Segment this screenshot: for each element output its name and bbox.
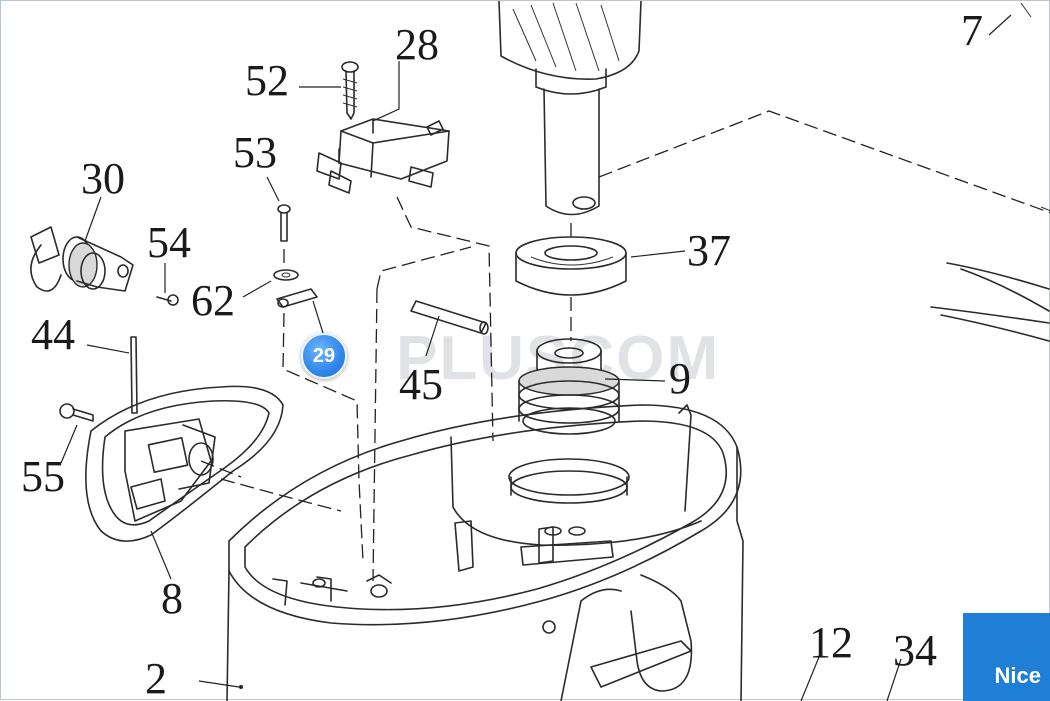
label-55: 55 (21, 452, 65, 501)
washer-62 (242, 269, 299, 298)
cable-wires (946, 262, 1050, 312)
switch-drop-line (372, 288, 378, 582)
label-45: 45 (399, 360, 443, 409)
label-28: 28 (395, 20, 439, 69)
cover-assembly-line-2 (220, 478, 342, 512)
motor-shaft (498, 1, 642, 241)
rod-44 (86, 336, 138, 414)
label-12: 12 (809, 618, 853, 667)
leader-9 (604, 378, 666, 382)
microswitch-28 (316, 61, 450, 194)
label-9: 9 (669, 354, 691, 403)
pin-45 (410, 300, 489, 357)
cover-assembly-line (200, 460, 242, 478)
label-2: 2 (145, 654, 167, 701)
screw-53 (266, 176, 291, 263)
label-34: 34 (893, 626, 937, 675)
leader-34 (886, 658, 902, 701)
switch-assembly-line-2 (376, 246, 472, 290)
lock-cylinder-30 (30, 196, 134, 292)
label-8: 8 (161, 574, 183, 623)
screw-52 (299, 61, 359, 120)
screw-55 (59, 403, 94, 464)
leader-12 (800, 656, 820, 701)
label-7: 7 (961, 6, 983, 55)
gear-9 (518, 338, 620, 435)
label-44: 44 (31, 310, 75, 359)
screw-54 (156, 263, 179, 306)
label-52: 52 (245, 56, 289, 105)
bearing-37 (515, 236, 627, 341)
pin-drop-line (282, 312, 364, 562)
label-62: 62 (191, 276, 235, 325)
leader-37 (630, 250, 686, 258)
brand-logo: Nice (963, 613, 1050, 701)
pin-29 (276, 288, 324, 334)
cover-8 (85, 385, 284, 580)
switch-assembly-line (396, 196, 494, 442)
label-54: 54 (147, 218, 191, 267)
label-53: 53 (233, 128, 277, 177)
label-30: 30 (81, 154, 125, 203)
housing-2 (198, 404, 744, 701)
part-29-hotspot-button[interactable]: 29 (301, 333, 347, 379)
hotspot-label: 29 (312, 344, 336, 367)
frame-outline (598, 110, 1050, 214)
label-37: 37 (687, 226, 731, 275)
brand-logo-text: Nice (994, 663, 1041, 688)
